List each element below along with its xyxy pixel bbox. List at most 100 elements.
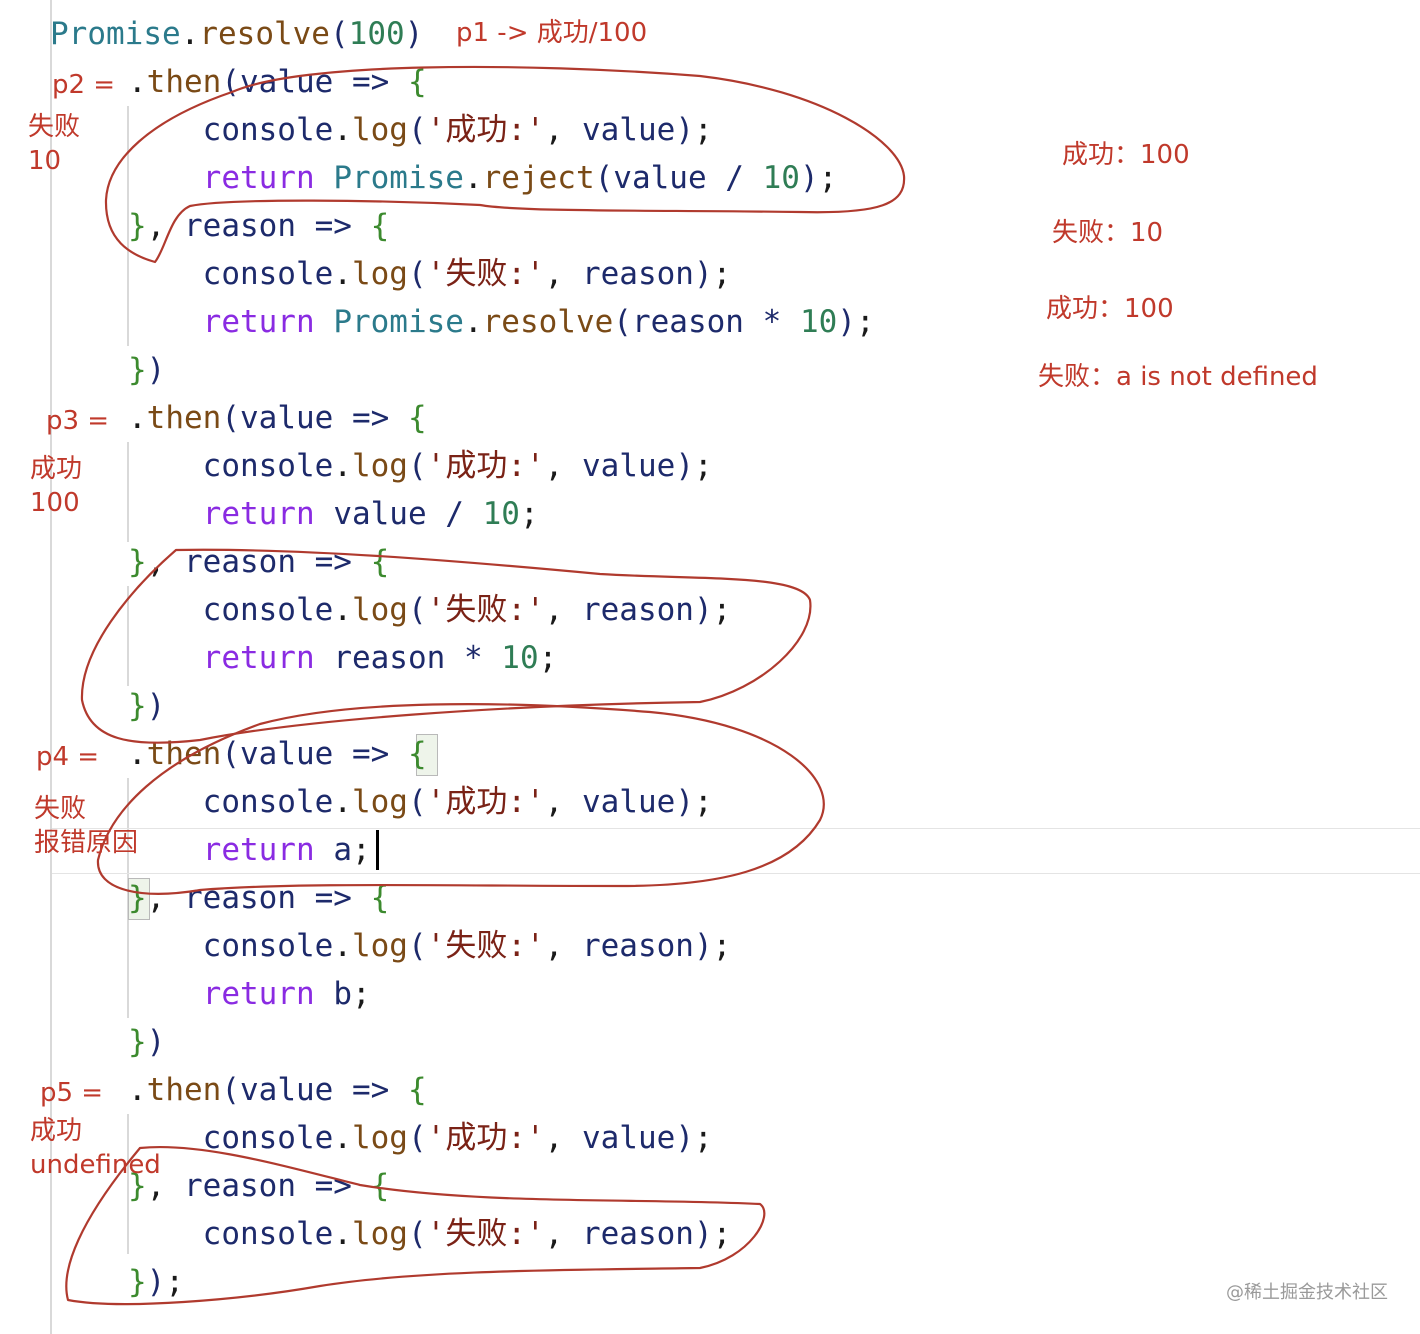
code-token: / xyxy=(426,496,483,532)
code-token: / xyxy=(706,160,763,196)
annotation-p4-value: 报错原因 xyxy=(34,828,139,858)
code-token: , xyxy=(544,928,582,964)
code-token: ; xyxy=(712,256,732,292)
code-token: ; xyxy=(538,640,558,676)
code-token: . xyxy=(333,928,352,964)
code-token: ; xyxy=(693,1120,713,1156)
code-token: ( xyxy=(407,784,427,820)
output-line-4: 失败：a is not defined xyxy=(1038,362,1318,392)
code-token: b xyxy=(333,976,352,1012)
code-token: ) xyxy=(146,352,166,388)
annotation-p5-label: p5 = xyxy=(40,1078,104,1108)
code-token: . xyxy=(128,400,147,436)
code-token: reason xyxy=(581,256,694,292)
code-token: ) xyxy=(675,448,694,484)
code-token: a xyxy=(333,832,352,868)
code-token: => xyxy=(333,400,408,436)
code-token: { xyxy=(407,1072,427,1108)
code-token: ( xyxy=(221,736,240,772)
code-token: => xyxy=(295,544,371,580)
code-token: , xyxy=(544,1216,582,1252)
code-token: return xyxy=(202,832,315,868)
code-token: 10 xyxy=(501,640,539,676)
code-token: . xyxy=(333,784,352,820)
code-token: ( xyxy=(407,1120,427,1156)
code-token: return xyxy=(202,304,315,340)
code-token: ) xyxy=(693,928,713,964)
code-token: return xyxy=(202,496,315,532)
code-token: . xyxy=(333,1216,352,1252)
code-token: ; xyxy=(693,112,713,148)
code-line: return a; xyxy=(128,828,371,872)
annotation-p2-label: p2 = xyxy=(52,70,116,100)
code-line: return Promise.resolve(reason * 10); xyxy=(128,300,875,344)
code-token: 10 xyxy=(799,304,838,340)
code-line: return value / 10; xyxy=(128,492,539,536)
bracket-match-highlight xyxy=(416,734,438,776)
code-token: ; xyxy=(693,448,713,484)
indent-guide xyxy=(127,586,129,686)
code-token: reason xyxy=(581,592,694,628)
code-line: .then(value => { xyxy=(128,396,427,440)
code-token: console xyxy=(202,1120,334,1156)
circle-p2 xyxy=(104,65,906,264)
code-token: } xyxy=(128,1168,147,1204)
code-line: }); xyxy=(128,1260,184,1304)
code-token: '失败:' xyxy=(426,928,545,964)
code-token: ; xyxy=(165,1264,185,1300)
code-token: value xyxy=(240,400,334,436)
code-line: }) xyxy=(128,684,165,728)
code-token: reason xyxy=(184,208,296,244)
annotation-p4-label: p4 = xyxy=(36,742,100,772)
code-token: . xyxy=(128,736,147,772)
code-token: then xyxy=(146,400,222,436)
code-token: log xyxy=(351,592,408,628)
code-line: }, reason => { xyxy=(128,204,389,248)
code-line: console.log('失败:', reason); xyxy=(128,588,732,632)
code-token: value xyxy=(581,112,676,148)
code-token: return xyxy=(202,160,315,196)
code-token: ( xyxy=(221,400,240,436)
code-token: ( xyxy=(407,592,427,628)
code-line: console.log('成功:', value); xyxy=(128,444,713,488)
code-token: ( xyxy=(221,1072,240,1108)
code-token: reason xyxy=(184,1168,296,1204)
code-token: * xyxy=(445,640,502,676)
editor-gutter-line xyxy=(50,0,52,1334)
annotation-p5-state: 成功 xyxy=(30,1116,83,1146)
code-token: resolve xyxy=(199,16,330,52)
code-token: '失败:' xyxy=(426,592,545,628)
code-token: , xyxy=(544,1120,582,1156)
indent-guide xyxy=(127,1114,129,1254)
code-token: log xyxy=(351,112,408,148)
code-token: => xyxy=(333,1072,408,1108)
code-line: console.log('失败:', reason); xyxy=(128,252,732,296)
output-line-1: 成功：100 xyxy=(1062,140,1190,170)
code-token: '成功:' xyxy=(426,784,545,820)
code-token: } xyxy=(128,1024,147,1060)
circle-p5-reason xyxy=(65,1145,766,1306)
code-token: } xyxy=(128,688,147,724)
code-token: } xyxy=(128,208,147,244)
code-line: console.log('失败:', reason); xyxy=(128,924,732,968)
code-token: ; xyxy=(818,160,838,196)
code-token: console xyxy=(202,592,334,628)
code-token: log xyxy=(351,1216,408,1252)
code-token: console xyxy=(202,928,334,964)
code-token: } xyxy=(128,352,147,388)
code-line: Promise.resolve(100) xyxy=(50,12,423,56)
code-token: value xyxy=(581,1120,676,1156)
code-token: ( xyxy=(407,256,427,292)
code-token: . xyxy=(333,448,352,484)
circle-p4-value xyxy=(96,703,825,895)
code-token: { xyxy=(407,64,427,100)
circle-p3-reason xyxy=(80,548,812,744)
code-token: return xyxy=(202,976,315,1012)
output-line-2: 失败：10 xyxy=(1052,218,1164,248)
code-token: , xyxy=(544,592,582,628)
code-token: Promise xyxy=(333,160,464,196)
code-line: return Promise.reject(value / 10); xyxy=(128,156,838,200)
code-token: . xyxy=(128,64,147,100)
annotation-p5-value: undefined xyxy=(30,1150,161,1180)
code-token: { xyxy=(370,208,390,244)
